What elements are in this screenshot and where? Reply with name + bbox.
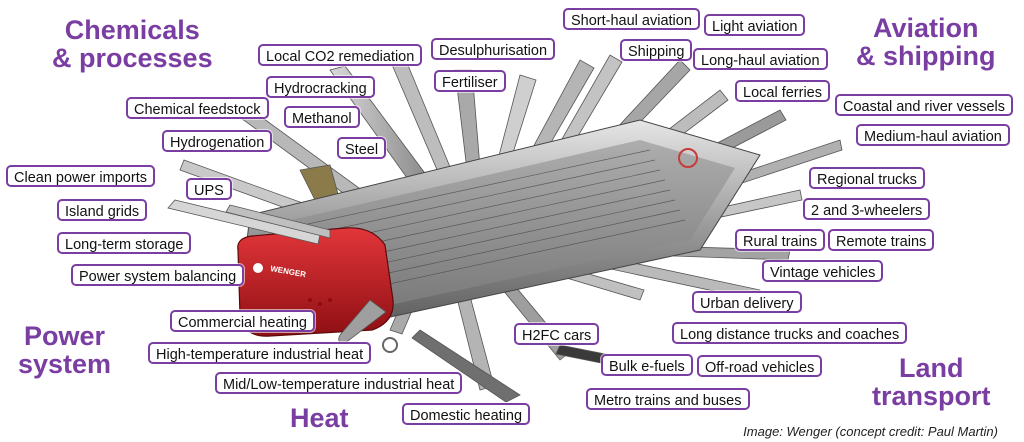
label-short-haul-aviation: Short-haul aviation [563, 8, 700, 30]
label-hydrogenation: Hydrogenation [162, 130, 273, 152]
label-light-aviation: Light aviation [704, 14, 806, 36]
label-high-temp-industrial-heat: High-temperature industrial heat [148, 342, 372, 364]
category-line: Aviation [872, 13, 979, 43]
label-clean-power-imports: Clean power imports [6, 165, 155, 187]
category-chemicals-processes: Chemicals & processes [52, 16, 213, 72]
label-bulk-e-fuels: Bulk e-fuels [601, 354, 693, 376]
label-vintage-vehicles: Vintage vehicles [762, 260, 884, 282]
label-rural-trains: Rural trains [735, 229, 826, 251]
label-local-co2-remediation: Local CO2 remediation [258, 44, 423, 66]
label-metro-trains-buses: Metro trains and buses [586, 388, 750, 410]
category-land-transport: Land transport [872, 354, 991, 410]
category-line: Land [899, 353, 964, 383]
category-line: transport [872, 381, 991, 411]
category-power-system: Power system [18, 322, 111, 378]
label-h2fc-cars: H2FC cars [514, 323, 600, 345]
image-credit: Image: Wenger (concept credit: Paul Mart… [743, 424, 998, 439]
label-long-haul-aviation: Long-haul aviation [693, 48, 828, 70]
label-desulphurisation: Desulphurisation [431, 38, 556, 60]
category-line: & processes [52, 43, 213, 73]
category-line: Chemicals [64, 15, 200, 45]
cross-emblem-icon [253, 263, 263, 273]
label-two-three-wheelers: 2 and 3-wheelers [803, 198, 931, 220]
label-island-grids: Island grids [57, 199, 148, 221]
label-long-term-storage: Long-term storage [57, 232, 192, 254]
label-medium-haul-aviation: Medium-haul aviation [856, 124, 1010, 146]
label-methanol: Methanol [284, 106, 360, 128]
label-ups: UPS [186, 178, 232, 200]
category-aviation-shipping: Aviation & shipping [856, 14, 995, 70]
category-line: Power [24, 321, 106, 351]
label-mid-low-temp-industrial-heat: Mid/Low-temperature industrial heat [215, 372, 463, 394]
label-hydrocracking: Hydrocracking [266, 76, 375, 98]
label-commercial-heating: Commercial heating [170, 310, 315, 332]
label-coastal-river-vessels: Coastal and river vessels [835, 94, 1013, 116]
label-remote-trains: Remote trains [828, 229, 935, 251]
category-line: system [18, 349, 112, 379]
label-long-distance-trucks: Long distance trucks and coaches [672, 322, 908, 344]
label-urban-delivery: Urban delivery [692, 291, 802, 313]
label-power-system-balancing: Power system balancing [71, 264, 245, 286]
label-domestic-heating: Domestic heating [402, 403, 531, 425]
category-heat: Heat [290, 403, 349, 433]
red-handle: WENGER [237, 227, 394, 337]
label-fertiliser: Fertiliser [434, 70, 506, 92]
label-local-ferries: Local ferries [735, 80, 830, 102]
label-regional-trucks: Regional trucks [809, 167, 925, 189]
label-shipping: Shipping [620, 39, 693, 61]
category-line: & shipping [856, 41, 996, 71]
label-off-road-vehicles: Off-road vehicles [697, 355, 823, 377]
label-chemical-feedstock: Chemical feedstock [126, 97, 269, 119]
label-steel: Steel [337, 137, 387, 159]
coil-detail [678, 148, 698, 168]
